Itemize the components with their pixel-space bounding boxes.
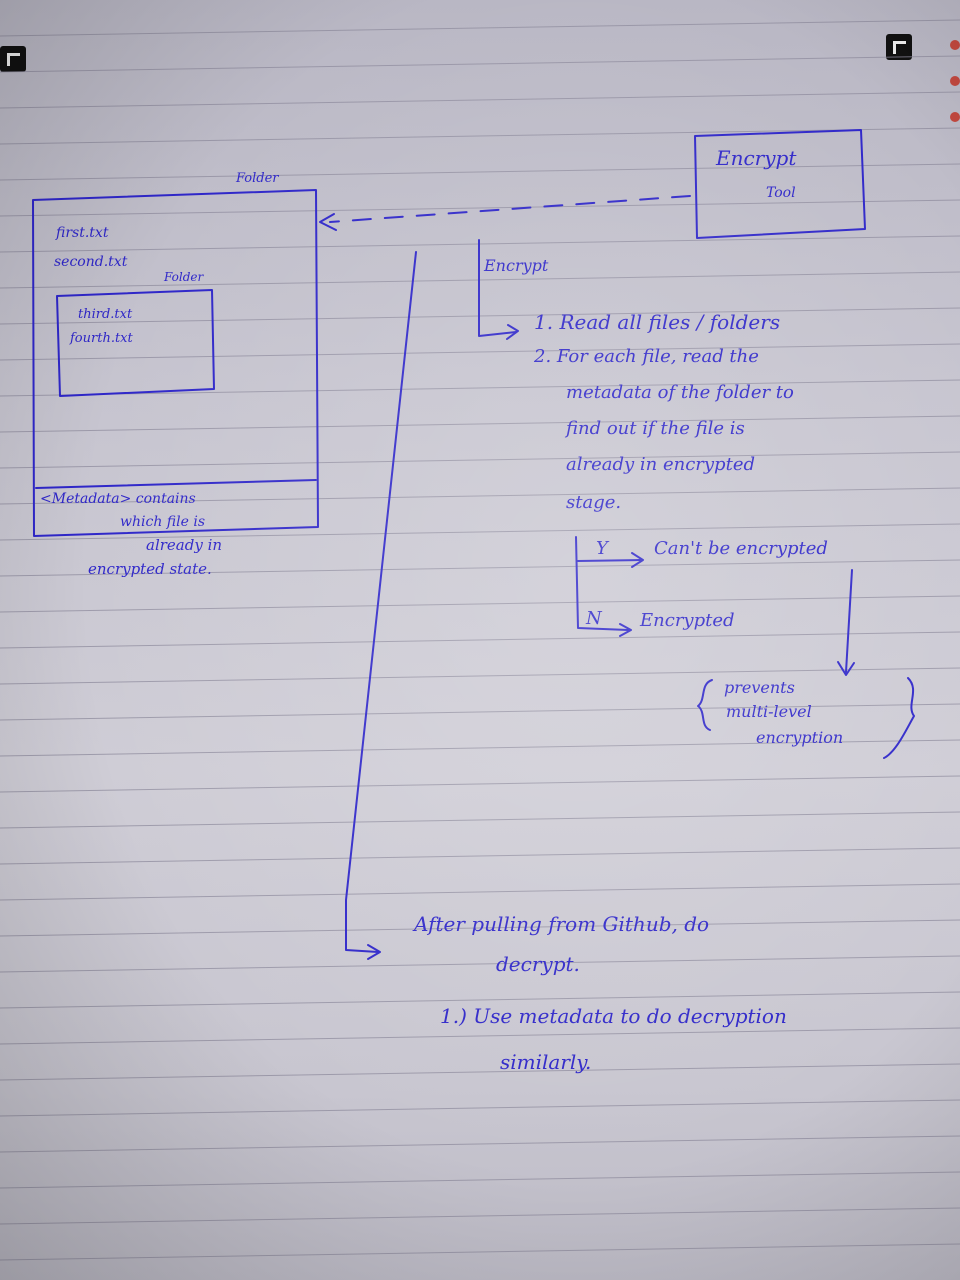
ruled-line xyxy=(0,1135,960,1153)
ruled-line xyxy=(0,127,960,145)
ruled-line xyxy=(0,1063,960,1081)
ruled-line xyxy=(0,775,960,793)
encrypt-heading: Encrypt xyxy=(484,256,549,275)
ruled-line xyxy=(0,955,960,973)
ruled-line xyxy=(0,1171,960,1189)
arrow-head-icon xyxy=(619,623,632,637)
step-1: 1. Read all files / folders xyxy=(534,310,781,334)
ruled-line xyxy=(0,19,960,37)
arrow-head-icon xyxy=(319,213,337,231)
metadata-note: which file is xyxy=(120,514,205,530)
note-brace-left xyxy=(697,679,713,731)
step-2-line: already in encrypted xyxy=(566,454,755,475)
ruled-line xyxy=(0,739,960,757)
file-name: second.txt xyxy=(54,254,128,270)
ruled-line xyxy=(0,847,960,865)
ruled-line xyxy=(0,343,960,361)
metadata-note: <Metadata> contains xyxy=(40,491,196,507)
step-2-line: find out if the file is xyxy=(566,418,745,439)
tool-subtitle: Tool xyxy=(766,185,796,201)
arrow-head-icon xyxy=(837,661,855,676)
note-brace-right xyxy=(883,677,915,759)
note-line: prevents xyxy=(724,678,795,697)
ruled-line xyxy=(0,667,960,685)
corner-marker-left-icon xyxy=(0,46,26,72)
decrypt-line: After pulling from Github, do xyxy=(414,912,710,936)
yes-label: Y xyxy=(596,538,608,559)
spiral-hole-icon xyxy=(950,112,960,122)
ruled-line xyxy=(0,1027,960,1045)
ruled-line xyxy=(0,163,960,181)
ruled-line xyxy=(0,883,960,901)
file-name: first.txt xyxy=(56,225,109,241)
yes-arrow xyxy=(577,559,641,562)
ruled-line xyxy=(0,991,960,1009)
decrypt-step: similarly. xyxy=(500,1050,592,1074)
arrow-head-icon xyxy=(506,324,519,340)
note-line: encryption xyxy=(756,728,844,747)
ruled-line xyxy=(0,451,960,469)
ruled-line xyxy=(0,199,960,217)
metadata-note: already in xyxy=(146,536,223,554)
spiral-hole-icon xyxy=(950,76,960,86)
ruled-line xyxy=(0,1243,960,1261)
metadata-divider xyxy=(35,479,317,489)
ruled-line xyxy=(0,631,960,649)
inner-file-name: fourth.txt xyxy=(70,331,133,346)
step-2-line: stage. xyxy=(566,492,622,513)
ruled-line xyxy=(0,523,960,541)
ruled-line xyxy=(0,91,960,109)
ruled-line xyxy=(0,1099,960,1117)
metadata-note: encrypted state. xyxy=(88,560,212,578)
step-2-line: metadata of the folder to xyxy=(566,382,794,403)
inner-file-name: third.txt xyxy=(78,307,133,322)
folder-box xyxy=(32,189,319,537)
dashed-arrow-line xyxy=(329,195,691,223)
ruled-line xyxy=(0,595,960,613)
decrypt-line: decrypt. xyxy=(496,952,580,976)
timeline-line xyxy=(345,251,417,953)
branch-line xyxy=(575,536,629,631)
step-2-line: 2. For each file, read the xyxy=(534,346,759,367)
note-line: multi-level xyxy=(726,702,812,721)
inner-folder-box xyxy=(56,289,215,397)
ruled-line xyxy=(0,559,960,577)
ruled-line xyxy=(0,415,960,433)
no-result: Encrypted xyxy=(640,610,735,631)
ruled-line xyxy=(0,487,960,505)
folder-label: Folder xyxy=(236,171,279,186)
spiral-hole-icon xyxy=(950,40,960,50)
inner-folder-label: Folder xyxy=(164,270,204,284)
ruled-line xyxy=(0,919,960,937)
corner-marker-right-icon xyxy=(886,34,912,60)
ruled-line xyxy=(0,811,960,829)
ruled-line xyxy=(0,55,960,73)
tool-box xyxy=(694,129,866,239)
ruled-line xyxy=(0,1207,960,1225)
note-arrow xyxy=(845,569,853,673)
decrypt-step: 1.) Use metadata to do decryption xyxy=(440,1004,787,1028)
ruled-line xyxy=(0,379,960,397)
no-label: N xyxy=(586,608,602,629)
arrow-head-icon xyxy=(367,944,381,960)
encrypt-branch-line xyxy=(478,239,517,337)
arrow-head-icon xyxy=(631,552,644,568)
yes-result: Can't be encrypted xyxy=(654,538,828,559)
tool-title: Encrypt xyxy=(716,146,797,170)
ruled-line xyxy=(0,703,960,721)
